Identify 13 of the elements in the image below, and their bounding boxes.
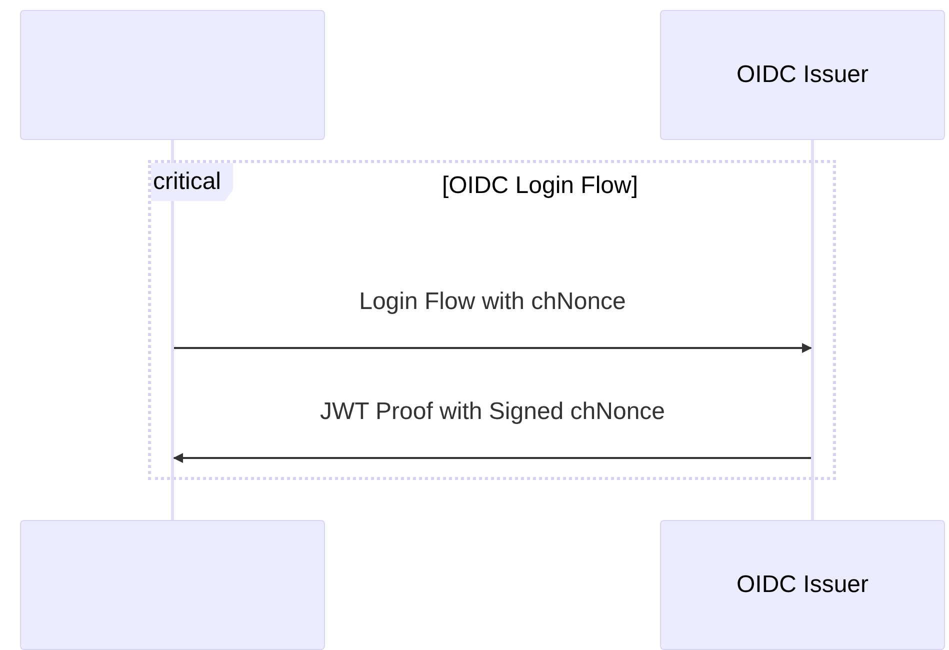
participant-box <box>20 520 325 650</box>
fragment-keyword: critical <box>151 163 234 201</box>
participant-box <box>20 10 325 140</box>
message-label: Login Flow with chNonce <box>359 287 626 317</box>
message-arrow <box>174 343 812 353</box>
lifeline <box>811 140 814 520</box>
participant-name: OIDC Issuer <box>736 570 869 600</box>
fragment-condition: [OIDC Login Flow] <box>440 171 640 201</box>
participant-box <box>660 10 945 140</box>
participant-name: OIDC Issuer <box>736 60 869 90</box>
participant-box <box>660 520 945 650</box>
message-label: JWT Proof with Signed chNonce <box>320 397 666 427</box>
message-arrow <box>173 453 811 463</box>
